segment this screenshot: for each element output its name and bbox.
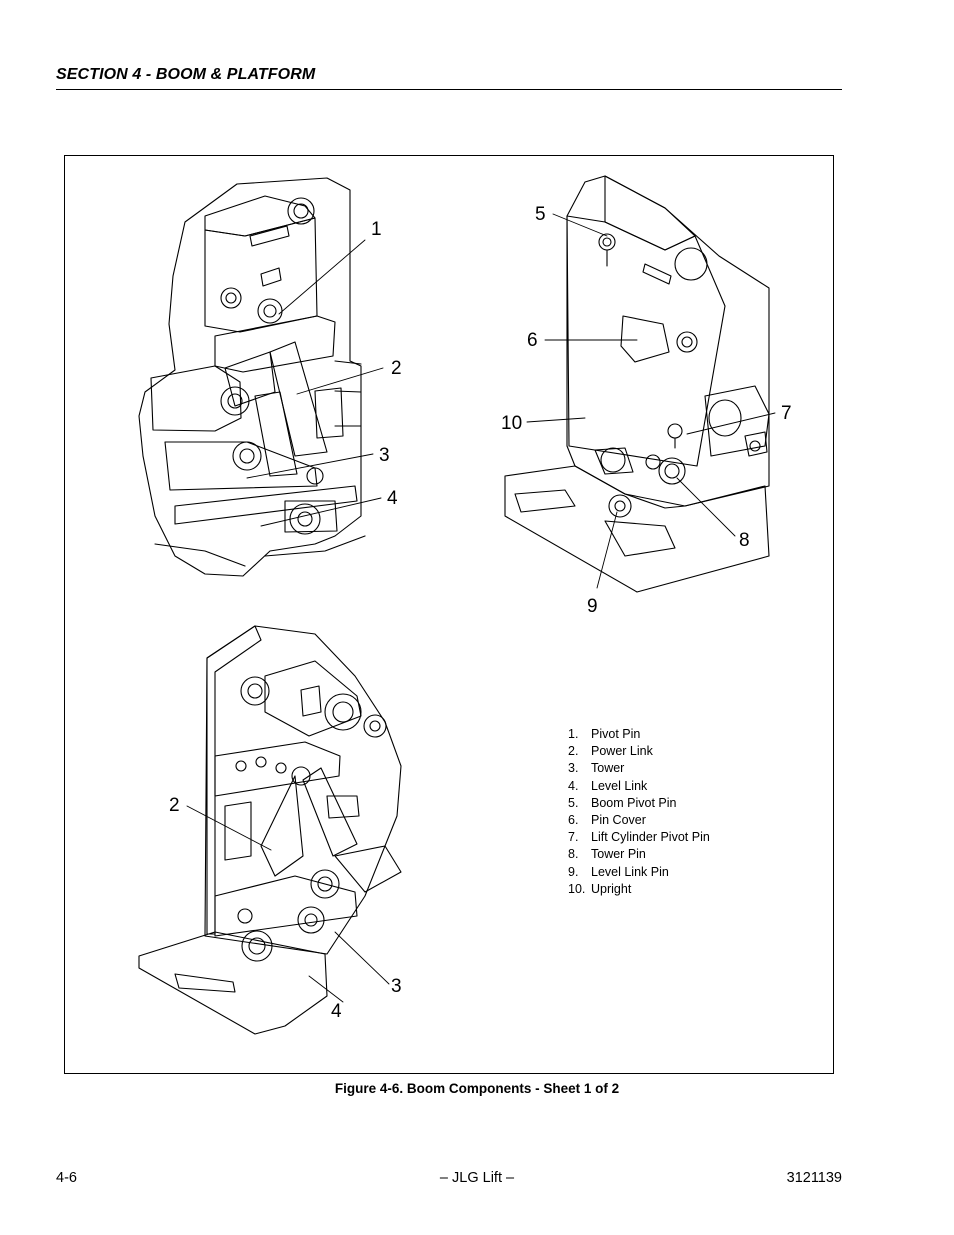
callout-b-10: 10	[501, 413, 522, 434]
parts-legend: 1. Pivot Pin 2. Power Link 3. Tower 4. Level…	[568, 726, 710, 898]
legend-item: 2. Power Link	[568, 743, 710, 760]
legend-item: 7. Lift Cylinder Pivot Pin	[568, 829, 710, 846]
view-a-leaders	[246, 239, 384, 527]
callout-c-3: 3	[391, 976, 402, 997]
legend-num: 5.	[568, 795, 579, 810]
legend-label: Level Link	[591, 778, 648, 793]
boom-components-illustration: 1 2 3 4	[138, 175, 792, 1035]
legend-item: 3. Tower	[568, 760, 710, 777]
callout-b-8: 8	[739, 530, 750, 551]
legend-num: 1.	[568, 727, 579, 741]
callout-b-5: 5	[535, 204, 546, 225]
callout-c-2: 2	[169, 795, 180, 816]
legend-num: 9.	[568, 864, 579, 879]
callout-b-7: 7	[781, 403, 792, 424]
legend-num: 4.	[568, 778, 579, 793]
callout-a-2: 2	[391, 358, 402, 379]
legend-item: 5. Boom Pivot Pin	[568, 795, 710, 812]
legend-num: 6.	[568, 812, 579, 827]
legend-item: 6. Pin Cover	[568, 812, 710, 829]
legend-label: Tower	[591, 761, 625, 776]
legend-num: 7.	[568, 830, 579, 845]
view-c-leaders	[186, 805, 390, 1003]
callout-b-9: 9	[587, 596, 598, 617]
figure-caption: Figure 4-6. Boom Components - Sheet 1 of…	[334, 1081, 620, 1096]
legend-label: Upright	[591, 881, 632, 896]
legend-label: Tower Pin	[591, 847, 646, 862]
footer-publisher: – JLG Lift –	[439, 1170, 515, 1186]
legend-label: Level Link Pin	[591, 864, 669, 879]
callout-c-4: 4	[331, 1001, 342, 1022]
legend-num: 8.	[568, 847, 579, 862]
legend-label: Power Link	[591, 744, 653, 759]
view-b-drawing	[504, 175, 770, 593]
legend-item: 10. Upright	[568, 881, 710, 898]
callout-a-4: 4	[387, 488, 398, 509]
legend-item: 1. Pivot Pin	[568, 726, 710, 743]
view-a-drawing	[138, 177, 366, 577]
legend-label: Lift Cylinder Pivot Pin	[591, 830, 710, 845]
callout-a-1: 1	[371, 219, 382, 240]
legend-item: 9. Level Link Pin	[568, 864, 710, 881]
legend-label: Boom Pivot Pin	[591, 795, 677, 810]
legend-item: 8. Tower Pin	[568, 846, 710, 863]
header-rule	[56, 89, 842, 90]
view-b-leaders	[526, 213, 776, 589]
legend-label: Pivot Pin	[591, 727, 641, 741]
section-title: SECTION 4 - BOOM & PLATFORM	[56, 66, 316, 83]
figure-frame: 1 2 3 4	[64, 155, 834, 1074]
document-number: 3121139	[786, 1170, 842, 1186]
callout-a-3: 3	[379, 445, 390, 466]
view-c-drawing	[138, 625, 402, 1035]
legend-num: 2.	[568, 744, 579, 759]
callout-b-6: 6	[527, 330, 538, 351]
page-number: 4-6	[56, 1170, 77, 1186]
legend-item: 4. Level Link	[568, 778, 710, 795]
legend-num: 10.	[568, 881, 586, 896]
legend-label: Pin Cover	[591, 812, 646, 827]
legend-num: 3.	[568, 761, 579, 776]
